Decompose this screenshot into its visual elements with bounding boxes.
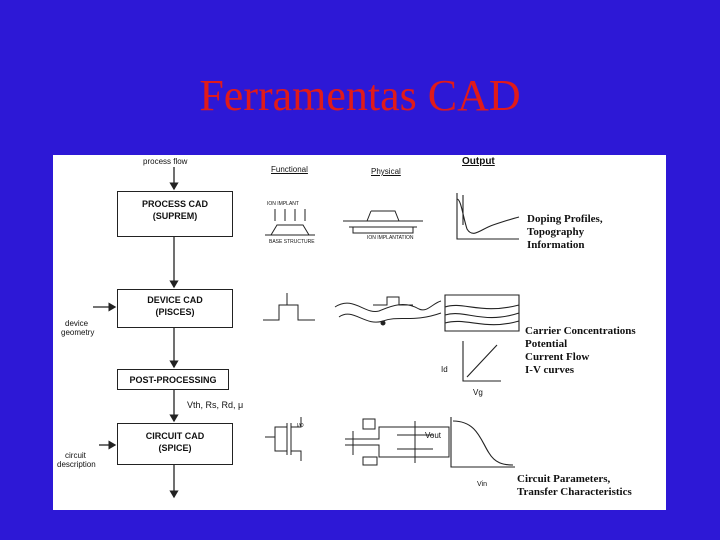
post-processing-title: POST-PROCESSING bbox=[129, 375, 217, 385]
slide-title: Ferramentas CAD bbox=[199, 71, 521, 120]
circuit-output-line-2: Transfer Characteristics bbox=[517, 486, 632, 498]
circuit-output-line-1: Circuit Parameters, bbox=[517, 473, 611, 485]
circuit-cad-tool: (SPICE) bbox=[158, 443, 192, 453]
device-geometry-label-2: geometry bbox=[61, 328, 95, 337]
device-output-line-2: Potential bbox=[525, 338, 568, 350]
physical-process-sketch bbox=[343, 210, 423, 234]
physical-circuit-sketch bbox=[345, 421, 450, 463]
device-output-line-4: I-V curves bbox=[525, 364, 574, 376]
functional-transistor-sketch bbox=[265, 417, 302, 461]
functional-implant-sketch bbox=[265, 209, 315, 236]
device-cad-tool: (PISCES) bbox=[155, 307, 195, 317]
circuit-description-label-2: description bbox=[57, 460, 96, 469]
process-output-line-2: Topography bbox=[527, 226, 585, 238]
post-processing-box: POST-PROCESSING bbox=[117, 369, 229, 390]
process-cad-title: PROCESS CAD bbox=[141, 199, 208, 209]
functional-pulse-sketch bbox=[263, 293, 315, 321]
vg-axis-label: Vg bbox=[473, 388, 483, 397]
iv-curve-plot bbox=[462, 341, 501, 382]
process-output-line-1: Doping Profiles, bbox=[527, 213, 603, 225]
device-output-line-1: Carrier Concentrations bbox=[525, 325, 636, 337]
physical-header: Physical bbox=[371, 167, 401, 176]
device-output-line-3: Current Flow bbox=[525, 351, 590, 363]
functional-header: Functional bbox=[271, 165, 308, 174]
process-cad-tool: (SUPREM) bbox=[152, 211, 198, 221]
process-cad-box: PROCESS CAD (SUPREM) bbox=[117, 191, 233, 237]
device-cad-title: DEVICE CAD bbox=[147, 295, 203, 305]
params-label: Vth, Rs, Rd, μ bbox=[187, 400, 244, 410]
cad-flow-diagram: process flow device geometry circuit des… bbox=[53, 155, 666, 510]
doping-profile-plot bbox=[456, 193, 520, 240]
id-axis-label: Id bbox=[441, 365, 448, 374]
vin-axis-label: Vin bbox=[477, 481, 487, 488]
transfer-curve-plot bbox=[450, 417, 515, 468]
physical-device-sketch bbox=[334, 296, 442, 323]
vout-axis-label: Vout bbox=[425, 431, 442, 440]
circuit-description-label-1: circuit bbox=[65, 451, 86, 460]
physical-device-dot bbox=[380, 320, 386, 326]
circuit-cad-box: CIRCUIT CAD (SPICE) bbox=[117, 423, 233, 465]
process-output-line-3: Information bbox=[527, 239, 585, 251]
diagram-graphics bbox=[93, 167, 520, 499]
ion-implant-label: ION IMPLANT bbox=[267, 201, 299, 207]
circuit-cad-title: CIRCUIT CAD bbox=[145, 431, 205, 441]
device-geometry-label-1: device bbox=[65, 319, 89, 328]
carrier-concentration-plot bbox=[444, 294, 520, 332]
physical-sub-label: ION IMPLANTATION bbox=[367, 235, 414, 241]
transistor-io-label: I/O bbox=[297, 423, 304, 429]
process-flow-label: process flow bbox=[143, 157, 188, 166]
device-cad-box: DEVICE CAD (PISCES) bbox=[117, 289, 233, 328]
output-header: Output bbox=[462, 156, 495, 167]
functional-sub-label: BASE STRUCTURE bbox=[269, 239, 315, 245]
